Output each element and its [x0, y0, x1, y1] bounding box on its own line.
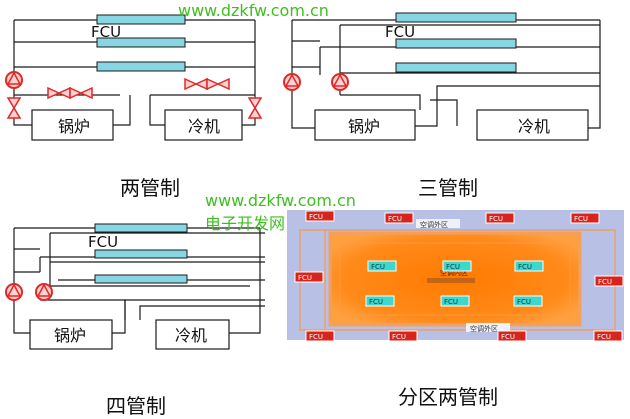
svg-text:FCU: FCU [446, 263, 460, 271]
fcu-unit-outer: FCU [388, 330, 418, 342]
zoned-two-pipe-diagram: 空调外区 空调外区 空调内区 [287, 210, 624, 340]
svg-text:FCU: FCU [574, 215, 588, 223]
valve-icon [47, 86, 93, 100]
chiller-box [476, 109, 589, 141]
zoned-two-pipe-caption: 分区两管制 [398, 385, 498, 409]
fcu-coil [395, 38, 517, 49]
three-pipe-diagram [291, 19, 601, 129]
svg-text:FCU: FCU [518, 263, 532, 271]
fcu-unit-inner: FCU [365, 295, 395, 307]
watermark-url-top: www.dzkfw.com.cn [178, 1, 329, 20]
fcu-unit-outer: FCU [294, 271, 324, 283]
svg-text:FCU: FCU [309, 333, 323, 341]
four-pipe-boiler-label: 锅炉 [54, 326, 86, 345]
outer-fcu-units: FCU FCU FCU FCU FCU FCU FCU FCU FCU FCU [294, 210, 624, 342]
two-pipe-coils [96, 14, 186, 72]
four-pipe-caption: 四管制 [106, 394, 166, 418]
three-pipe-boiler-label: 锅炉 [348, 117, 380, 136]
fcu-unit-outer: FCU [497, 330, 527, 342]
pump-icon [35, 283, 53, 301]
fcu-unit-inner: FCU [513, 295, 543, 307]
fcu-coil [96, 37, 186, 48]
three-pipe-coils [395, 12, 517, 73]
inner-fcu-units: FCU FCU FCU FCU FCU FCU [365, 260, 544, 307]
fcu-coil [395, 62, 517, 73]
svg-text:FCU: FCU [517, 298, 531, 306]
valve-icon [184, 77, 230, 91]
fcu-unit-outer: FCU [485, 212, 515, 224]
fcu-unit-inner: FCU [514, 260, 544, 272]
pump-icon [5, 283, 23, 301]
svg-text:FCU: FCU [489, 215, 503, 223]
fcu-coil [94, 274, 188, 284]
fcu-unit-outer: FCU [570, 212, 600, 224]
two-pipe-diagram [13, 19, 256, 126]
svg-text:FCU: FCU [369, 298, 383, 306]
fcu-unit-inner: FCU [440, 295, 470, 307]
chiller-box [164, 109, 243, 141]
svg-text:FCU: FCU [309, 213, 323, 221]
chiller-box [155, 319, 230, 350]
svg-text:FCU: FCU [501, 333, 515, 341]
fcu-unit-outer: FCU [593, 330, 623, 342]
svg-text:FCU: FCU [371, 263, 385, 271]
pump-icon [5, 71, 23, 89]
two-pipe-caption: 两管制 [120, 176, 180, 200]
watermark-site-name: 电子开发网 [205, 214, 286, 233]
fcu-unit-inner: FCU [367, 260, 397, 272]
four-pipe-diagram [13, 227, 265, 334]
inner-zone-label: 空调内区 [440, 268, 468, 277]
fcu-coil [96, 61, 186, 72]
boiler-box [29, 319, 113, 350]
two-pipe-boiler-label: 锅炉 [58, 117, 90, 136]
svg-text:FCU: FCU [388, 215, 402, 223]
svg-text:FCU: FCU [598, 278, 612, 286]
svg-text:FCU: FCU [597, 333, 611, 341]
four-pipe-chiller-label: 冷机 [175, 326, 207, 345]
three-pipe-chiller-label: 冷机 [518, 117, 550, 136]
pump-icon [331, 73, 349, 91]
svg-text:FCU: FCU [392, 333, 406, 341]
outer-zone-top-label: 空调外区 [420, 220, 448, 229]
four-pipe-coils [94, 223, 188, 284]
fcu-unit-inner: FCU [442, 260, 472, 272]
inner-zone-area [328, 231, 582, 327]
outer-zone-bottom-label: 空调外区 [470, 324, 498, 333]
valve-icon [247, 97, 263, 119]
fcu-coil [96, 14, 186, 25]
fcu-unit-outer: FCU [305, 330, 335, 342]
fcu-coil [94, 223, 188, 233]
four-pipe-fcu-label: FCU [88, 233, 118, 251]
two-pipe-fcu-label: FCU [91, 23, 121, 41]
two-pipe-chiller-label: 冷机 [188, 117, 220, 136]
watermark-url-middle: www.dzkfw.com.cn [205, 191, 356, 210]
fcu-unit-outer: FCU [384, 212, 414, 224]
three-pipe-caption: 三管制 [418, 176, 478, 200]
boiler-box [31, 109, 114, 141]
fcu-coil [94, 249, 188, 259]
three-pipe-fcu-label: FCU [385, 23, 415, 41]
pump-icon [283, 73, 301, 91]
fcu-unit-outer: FCU [305, 210, 335, 222]
boiler-box [314, 109, 416, 141]
fcu-coil [395, 12, 517, 23]
fcu-unit-outer: FCU [594, 275, 624, 287]
valve-icon [6, 97, 22, 119]
svg-text:FCU: FCU [298, 274, 312, 282]
svg-text:FCU: FCU [444, 298, 458, 306]
